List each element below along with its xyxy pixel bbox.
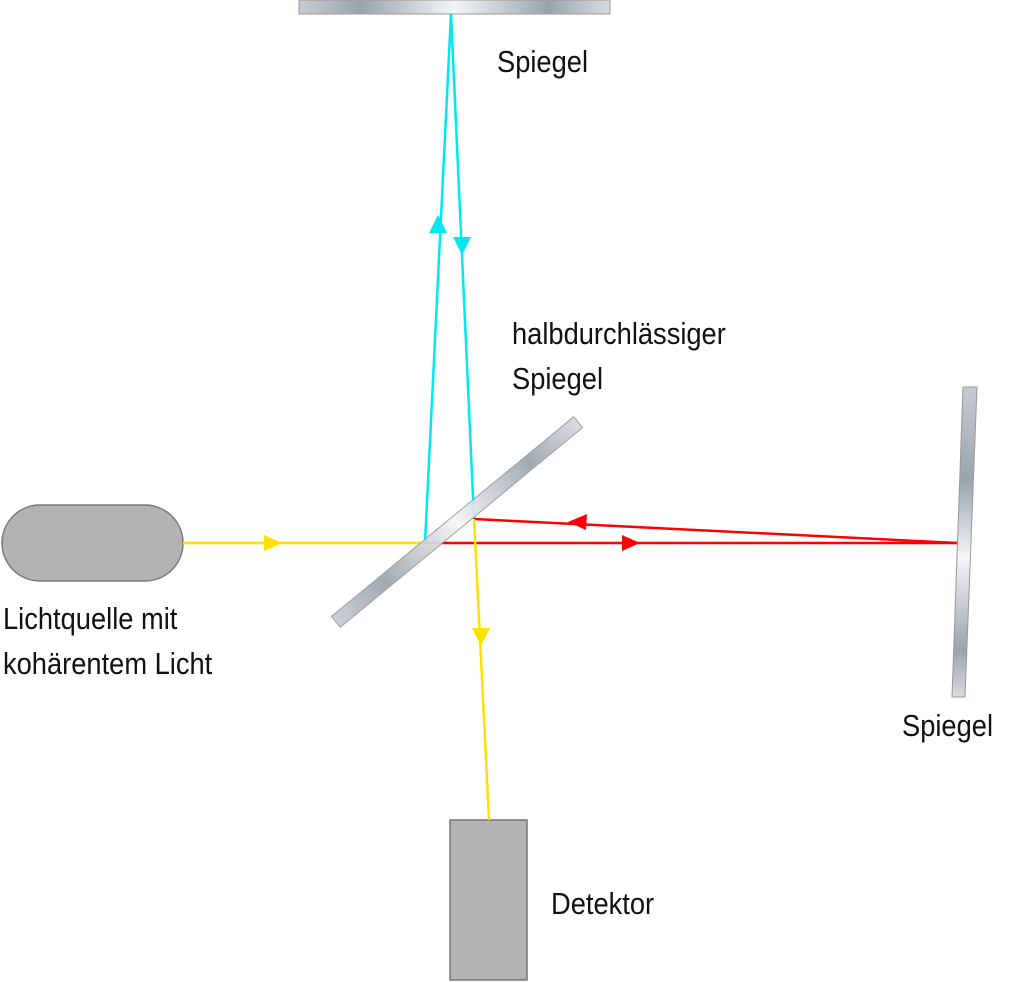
arrow-right-icon xyxy=(264,535,282,551)
beam-splitter-label-1: halbdurchlässiger xyxy=(512,316,726,351)
arrow-down-icon xyxy=(453,237,471,255)
detector xyxy=(449,819,528,981)
arrow-right-icon xyxy=(622,535,640,551)
source-label-2: kohärentem Licht xyxy=(3,646,213,681)
arrow-up-icon xyxy=(429,215,447,233)
arrow-down-icon xyxy=(472,628,490,646)
light-source xyxy=(1,504,184,582)
red-beam-return xyxy=(473,517,958,545)
top-mirror-label: Spiegel xyxy=(497,44,589,79)
right-mirror xyxy=(951,386,978,698)
arrow-left-icon xyxy=(568,514,587,530)
beam-splitter xyxy=(330,416,584,628)
detector-label: Detektor xyxy=(551,886,655,921)
detector-beam xyxy=(472,518,491,821)
right-mirror-label: Spiegel xyxy=(902,708,994,743)
cyan-beam-up xyxy=(423,13,453,544)
top-mirror xyxy=(298,0,611,15)
source-label-1: Lichtquelle mit xyxy=(3,601,178,636)
cyan-beam-down xyxy=(449,13,476,520)
beam-splitter-label-2: Spiegel xyxy=(512,361,604,396)
